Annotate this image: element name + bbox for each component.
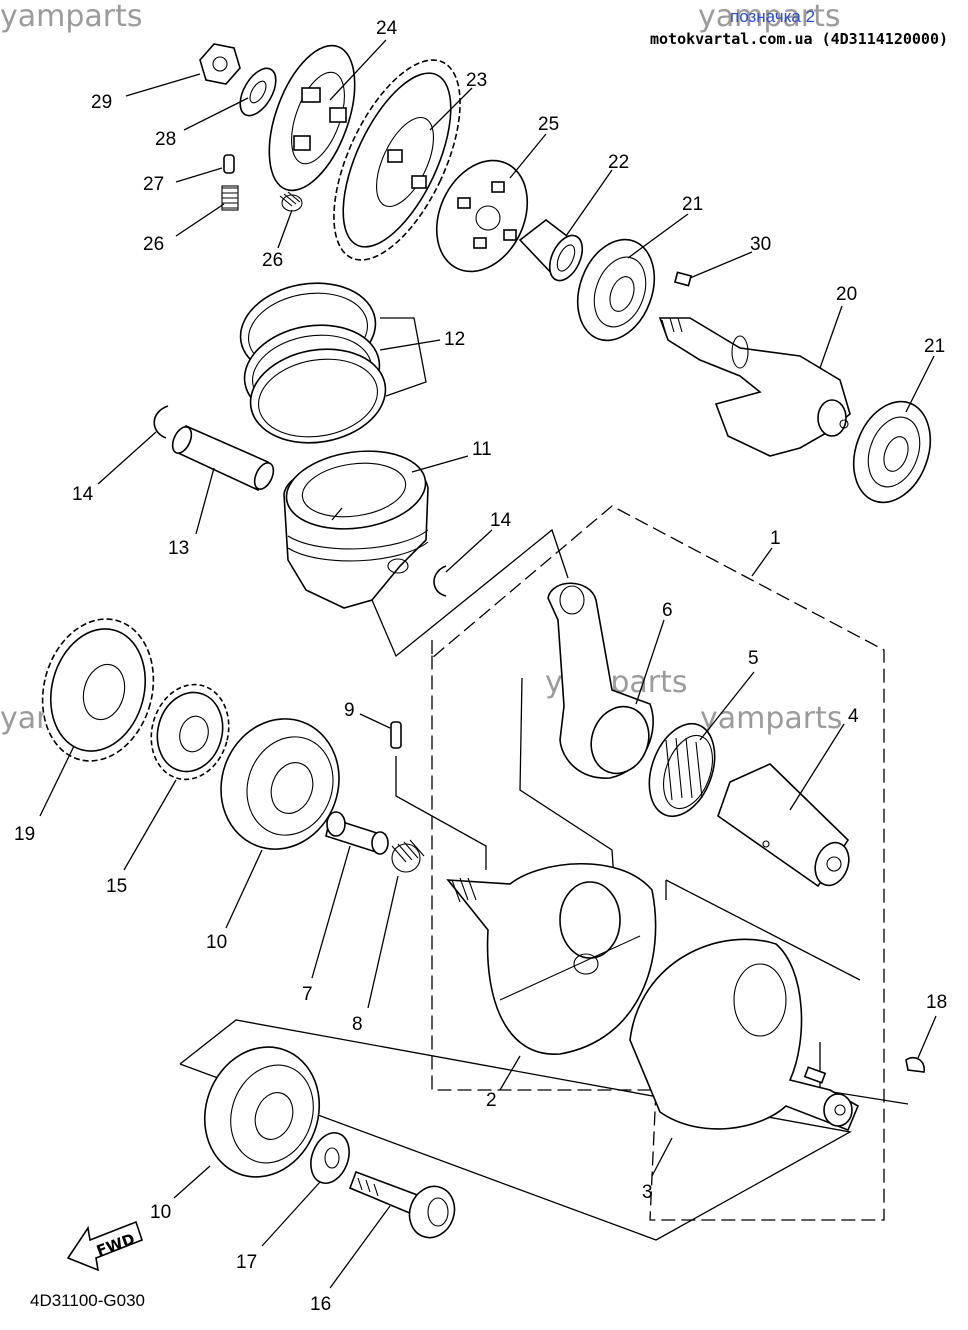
- callout-1: 1: [770, 528, 781, 549]
- callout-7: 7: [302, 984, 313, 1005]
- callout-17: 17: [236, 1252, 257, 1273]
- callout-26-left: 26: [143, 234, 164, 255]
- callout-27: 27: [143, 174, 164, 195]
- callout-5: 5: [748, 648, 759, 669]
- callout-numbers: 29 28 27 26 26 24 23 25 22 21 30 20 21 1…: [14, 18, 947, 1315]
- callout-2: 2: [486, 1090, 497, 1111]
- group-line-bottom: [179, 1019, 852, 1241]
- part-crank-pin-4: [717, 763, 850, 888]
- callout-28: 28: [155, 129, 176, 150]
- diagram-code: 4D31100-G030: [30, 1291, 145, 1310]
- part-spring-26-left: [221, 185, 239, 211]
- callout-13: 13: [168, 538, 189, 559]
- callout-3: 3: [642, 1182, 653, 1203]
- part-gear-19: [41, 618, 155, 762]
- callout-20: 20: [836, 284, 857, 305]
- assembly-boundary-1: [431, 505, 885, 1221]
- group-line-piston: [371, 528, 569, 658]
- part-nut-29: [199, 43, 241, 85]
- part-spring-8: [391, 839, 425, 873]
- callout-22: 22: [608, 152, 629, 173]
- part-circlip-14-right: [433, 565, 447, 597]
- group-line-pin: [665, 879, 861, 981]
- part-gear-23: [333, 59, 461, 261]
- marker-link[interactable]: позначка 2: [730, 7, 815, 26]
- part-bearing-10-bottom: [203, 1046, 321, 1178]
- part-key-30: [673, 271, 693, 287]
- part-key-18: [905, 1056, 925, 1073]
- part-bearing-21-right: [852, 400, 932, 504]
- fwd-label: FWD: [94, 1230, 137, 1260]
- part-bolt-16: [348, 1170, 456, 1239]
- callout-23: 23: [466, 70, 487, 91]
- part-lock-washer-28: [239, 67, 277, 117]
- part-pin-9: [390, 721, 402, 749]
- callout-11: 11: [472, 439, 492, 460]
- part-crank-web-2: [446, 863, 657, 1055]
- callout-14-right: 14: [490, 510, 512, 531]
- callout-12: 12: [444, 329, 465, 350]
- part-piston-pin-13: [171, 424, 275, 492]
- source-label: motokvartal.com.ua (4D3114120000): [650, 30, 948, 48]
- part-gear-15: [150, 683, 230, 781]
- callout-30: 30: [750, 234, 771, 255]
- part-washer-17: [310, 1132, 350, 1184]
- callout-10-middle: 10: [206, 932, 227, 953]
- part-crank-web-3: [629, 938, 860, 1132]
- leader-lines: [39, 39, 937, 1289]
- callout-29: 29: [91, 92, 112, 113]
- callout-18: 18: [926, 992, 947, 1013]
- part-circlip-14-left: [153, 405, 169, 439]
- watermark-right: yamparts: [700, 701, 843, 736]
- part-collar-22: [518, 218, 584, 282]
- callout-6: 6: [662, 600, 673, 621]
- part-bearing-10-middle: [220, 718, 340, 850]
- callout-21-top: 21: [682, 194, 703, 215]
- callout-8: 8: [352, 1014, 363, 1035]
- watermark-top-right: yamparts: [698, 0, 841, 34]
- callout-19: 19: [14, 824, 35, 845]
- part-crankshaft-20: [658, 317, 851, 457]
- group-line-9: [395, 756, 487, 870]
- part-spring-26-right: [279, 191, 303, 212]
- callout-14-left: 14: [72, 484, 94, 505]
- part-bearing-21-top: [576, 238, 656, 342]
- callout-25: 25: [538, 114, 559, 135]
- part-needle-bearing-5: [648, 722, 716, 818]
- callout-26-right: 26: [262, 250, 283, 271]
- part-piston-11: [283, 450, 429, 609]
- callout-15: 15: [106, 876, 127, 897]
- callout-24: 24: [376, 18, 398, 39]
- watermark-top-left: yamparts: [0, 0, 143, 34]
- part-connecting-rod-6: [547, 582, 654, 779]
- callout-10-bottom: 10: [150, 1202, 171, 1223]
- part-piston-rings-12: [239, 282, 387, 444]
- callout-9: 9: [344, 700, 355, 721]
- callout-21-right: 21: [924, 336, 945, 357]
- callout-16: 16: [310, 1294, 331, 1315]
- part-plate-24: [268, 44, 356, 192]
- callout-4: 4: [848, 706, 859, 727]
- part-pin-27: [223, 154, 235, 174]
- fwd-arrow-icon: FWD: [66, 1220, 143, 1272]
- part-shaft-7: [325, 811, 389, 855]
- part-plate-25: [435, 159, 529, 273]
